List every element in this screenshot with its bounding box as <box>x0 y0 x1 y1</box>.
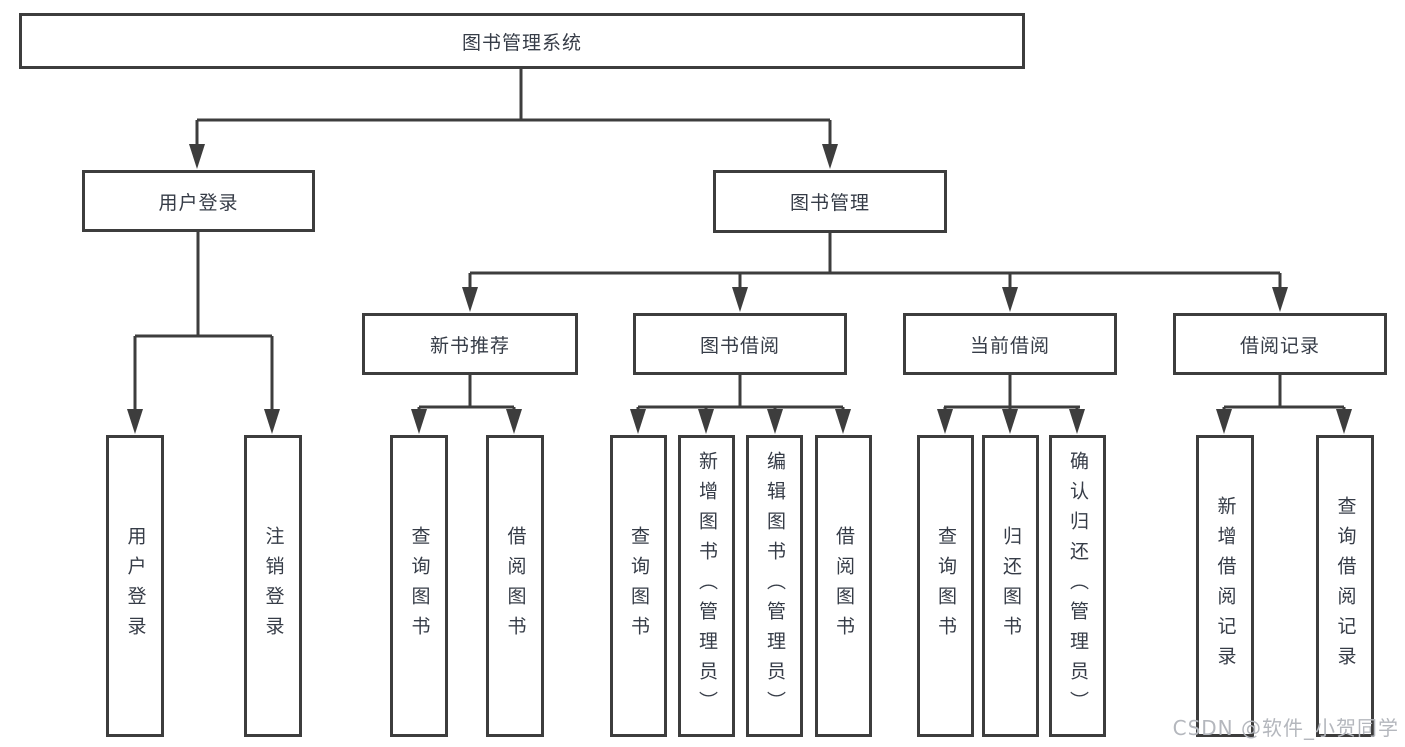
node-new-book-recommend-label: 新书推荐 <box>429 334 510 357</box>
leaf-borrowing-borrow-books: 借阅图书 <box>815 435 872 737</box>
node-user-login-label: 用户登录 <box>158 191 239 214</box>
leaf-borrowing-query-books: 查询图书 <box>610 435 667 737</box>
leaf-logout-label: 注销登录 <box>262 526 285 646</box>
leaf-newbook-borrow-books: 借阅图书 <box>486 435 544 737</box>
node-current-borrowing-label: 当前借阅 <box>969 334 1050 357</box>
leaf-user-login: 用户登录 <box>106 435 164 737</box>
leaf-borrowing-add-books-admin: 新增图书（管理员） <box>678 435 735 737</box>
leaf-records-add-record: 新增借阅记录 <box>1196 435 1254 737</box>
node-root: 图书管理系统 <box>19 13 1025 69</box>
leaf-current-confirm-return-admin: 确认归还（管理员） <box>1049 435 1106 737</box>
leaf-borrowing-borrow-books-label: 借阅图书 <box>833 526 855 646</box>
node-new-book-recommend: 新书推荐 <box>362 313 578 375</box>
leaf-newbook-query-books: 查询图书 <box>390 435 448 737</box>
leaf-borrowing-add-books-admin-label: 新增图书（管理员） <box>696 451 718 721</box>
node-book-management: 图书管理 <box>713 170 947 233</box>
node-book-management-label: 图书管理 <box>789 192 870 214</box>
leaf-records-add-record-label: 新增借阅记录 <box>1214 496 1237 676</box>
leaf-newbook-borrow-books-label: 借阅图书 <box>504 526 527 646</box>
node-current-borrowing: 当前借阅 <box>903 313 1117 375</box>
leaf-current-return-books: 归还图书 <box>982 435 1039 737</box>
leaf-borrowing-edit-books-admin: 编辑图书（管理员） <box>746 435 803 737</box>
leaf-records-query-record-label: 查询借阅记录 <box>1334 496 1357 676</box>
leaf-current-return-books-label: 归还图书 <box>1000 526 1022 646</box>
node-book-borrowing: 图书借阅 <box>633 313 847 375</box>
leaf-current-query-books: 查询图书 <box>917 435 974 737</box>
node-user-login: 用户登录 <box>82 170 315 232</box>
arrowheads <box>127 144 1352 434</box>
leaf-borrowing-query-books-label: 查询图书 <box>628 526 650 646</box>
leaf-current-confirm-return-admin-label: 确认归还（管理员） <box>1067 451 1089 721</box>
node-borrow-records-label: 借阅记录 <box>1239 334 1320 357</box>
leaf-current-query-books-label: 查询图书 <box>935 526 957 646</box>
leaf-newbook-query-books-label: 查询图书 <box>408 526 431 646</box>
leaf-records-query-record: 查询借阅记录 <box>1316 435 1374 737</box>
node-book-borrowing-label: 图书借阅 <box>699 334 780 357</box>
node-borrow-records: 借阅记录 <box>1173 313 1387 375</box>
leaf-borrowing-edit-books-admin-label: 编辑图书（管理员） <box>764 451 786 721</box>
leaf-user-login-label: 用户登录 <box>124 526 147 646</box>
leaf-logout: 注销登录 <box>244 435 302 737</box>
node-root-label: 图书管理系统 <box>461 31 582 54</box>
